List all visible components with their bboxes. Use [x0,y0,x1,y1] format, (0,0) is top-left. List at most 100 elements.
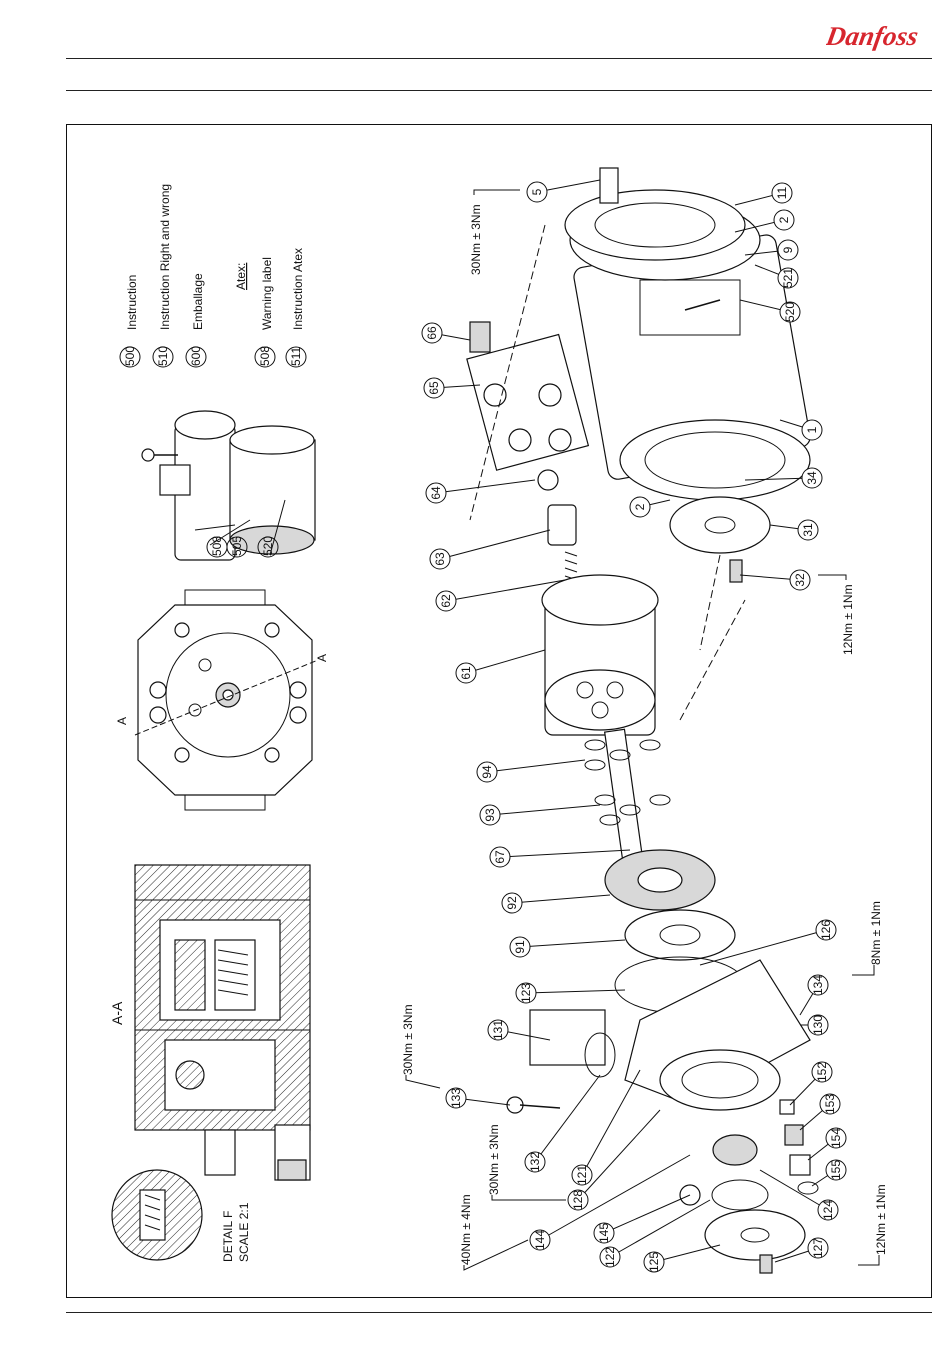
part-callout: 132 [524,1074,601,1173]
part-callout: 122 [599,1199,711,1268]
part-number: 121 [575,1165,589,1185]
leader-line [519,939,626,948]
callout-balloon [509,936,531,958]
callout-balloon [489,846,511,868]
part-callout: 93 [479,804,601,826]
callout-balloon [501,892,523,914]
part-callout: 131 [487,1019,551,1041]
legend-num: 508 [258,346,272,366]
part-callout: 155 [811,1159,847,1187]
torque-label: 30Nm ± 3Nm [469,204,483,275]
leader-line [653,1244,721,1263]
callout-balloon [807,1237,829,1259]
legend-text: Instruction [125,275,139,330]
part-callout: 5 [526,179,601,203]
leader-line [581,1069,641,1176]
callout-balloon [825,1127,847,1149]
part-callout: 153 [799,1093,841,1131]
leader-line [744,477,813,481]
header-rule-top [66,58,932,59]
callout-balloon [421,322,443,344]
legend-item: 508 Warning label [254,257,276,368]
callout-balloon [777,239,799,261]
part-callout: 520 [739,299,801,323]
part-callout: 65 [423,377,481,399]
torque-label: 30Nm ± 3Nm [401,1004,415,1075]
part-callout: 92 [501,892,611,914]
callout-balloon [801,419,823,441]
callout-balloon [455,662,477,684]
section-mark: A [115,717,129,725]
part-number: 64 [429,486,443,500]
legend-num: 510 [156,346,170,366]
danfoss-logo: Danfoss [823,16,936,56]
part-callout: 32 [739,569,811,591]
part-number: 130 [811,1015,825,1035]
callout-balloon [425,482,447,504]
iso-callout: 505 [230,536,244,556]
part-number: 128 [571,1190,585,1210]
callout-balloon [811,1061,833,1083]
part-callout: 133 [445,1087,511,1109]
section-view: A-A [109,864,311,1181]
leader-line [603,1194,691,1234]
part-number: 122 [603,1247,617,1267]
exploded-assembly [466,167,819,1274]
header-rule-bottom [66,90,932,91]
part-callout: 127 [774,1237,829,1263]
leader-line [536,179,601,193]
part-callout: 123 [515,982,626,1004]
part-number: 9 [781,246,795,253]
part-callout: 34 [744,467,823,489]
part-callout: 145 [593,1194,691,1244]
part-number: 521 [781,268,795,288]
legend-text: Warning label [260,257,274,330]
leader-line [759,1169,829,1211]
torque-label: 12Nm ± 1Nm [874,1184,888,1255]
legend-item: 600 Emballage [185,273,207,368]
part-number: 31 [801,523,815,537]
legend-text: Instruction Atex [291,248,305,330]
part-callout: 152 [789,1061,833,1106]
part-number: 144 [533,1230,547,1250]
part-callout: 521 [754,264,799,289]
detail-f: DETAIL F SCALE 2:1 [111,1169,251,1262]
part-callout: 63 [429,529,551,570]
callout-balloon [807,1014,829,1036]
iso-pump-view: 508 505 520 [141,410,316,561]
legend-num: 511 [289,347,303,366]
callout-balloon [779,301,801,323]
part-number: 32 [793,573,807,587]
legend-item: 510 Instruction Right and wrong [152,184,174,368]
leader-line [539,1154,691,1241]
part-callout: 144 [529,1154,691,1251]
callout-balloon [593,1222,615,1244]
part-number: 1 [805,426,819,433]
detail-scale: SCALE 2:1 [237,1202,251,1262]
part-callout: 128 [567,1109,661,1211]
callout-balloon [515,982,537,1004]
iso-callout: 508 [210,536,224,556]
callout-balloon [571,1164,593,1186]
torque-annotations: 30Nm ± 3Nm 12Nm ± 1Nm 8Nm ± 1Nm 30Nm ± 3… [401,189,888,1271]
atex-heading: Atex: [234,263,248,290]
leader-line [577,1109,661,1201]
callout-balloon [801,467,823,489]
part-callout: 94 [476,759,586,783]
part-number: 62 [439,594,453,608]
logo-text: Danfoss [826,21,921,51]
leader-line [699,929,827,966]
drawing-frame [66,124,932,1298]
part-number: 133 [449,1088,463,1108]
part-callout: 130 [800,1014,829,1036]
part-callout: 126 [699,919,837,966]
part-number: 125 [647,1252,661,1272]
legend: 500 Instruction 510 Instruction Right an… [119,184,307,368]
part-callout: 121 [571,1069,641,1186]
callout-balloon [789,569,811,591]
part-callout: 66 [421,322,471,344]
part-number: 154 [829,1128,843,1148]
section-title: A-A [109,1001,125,1025]
